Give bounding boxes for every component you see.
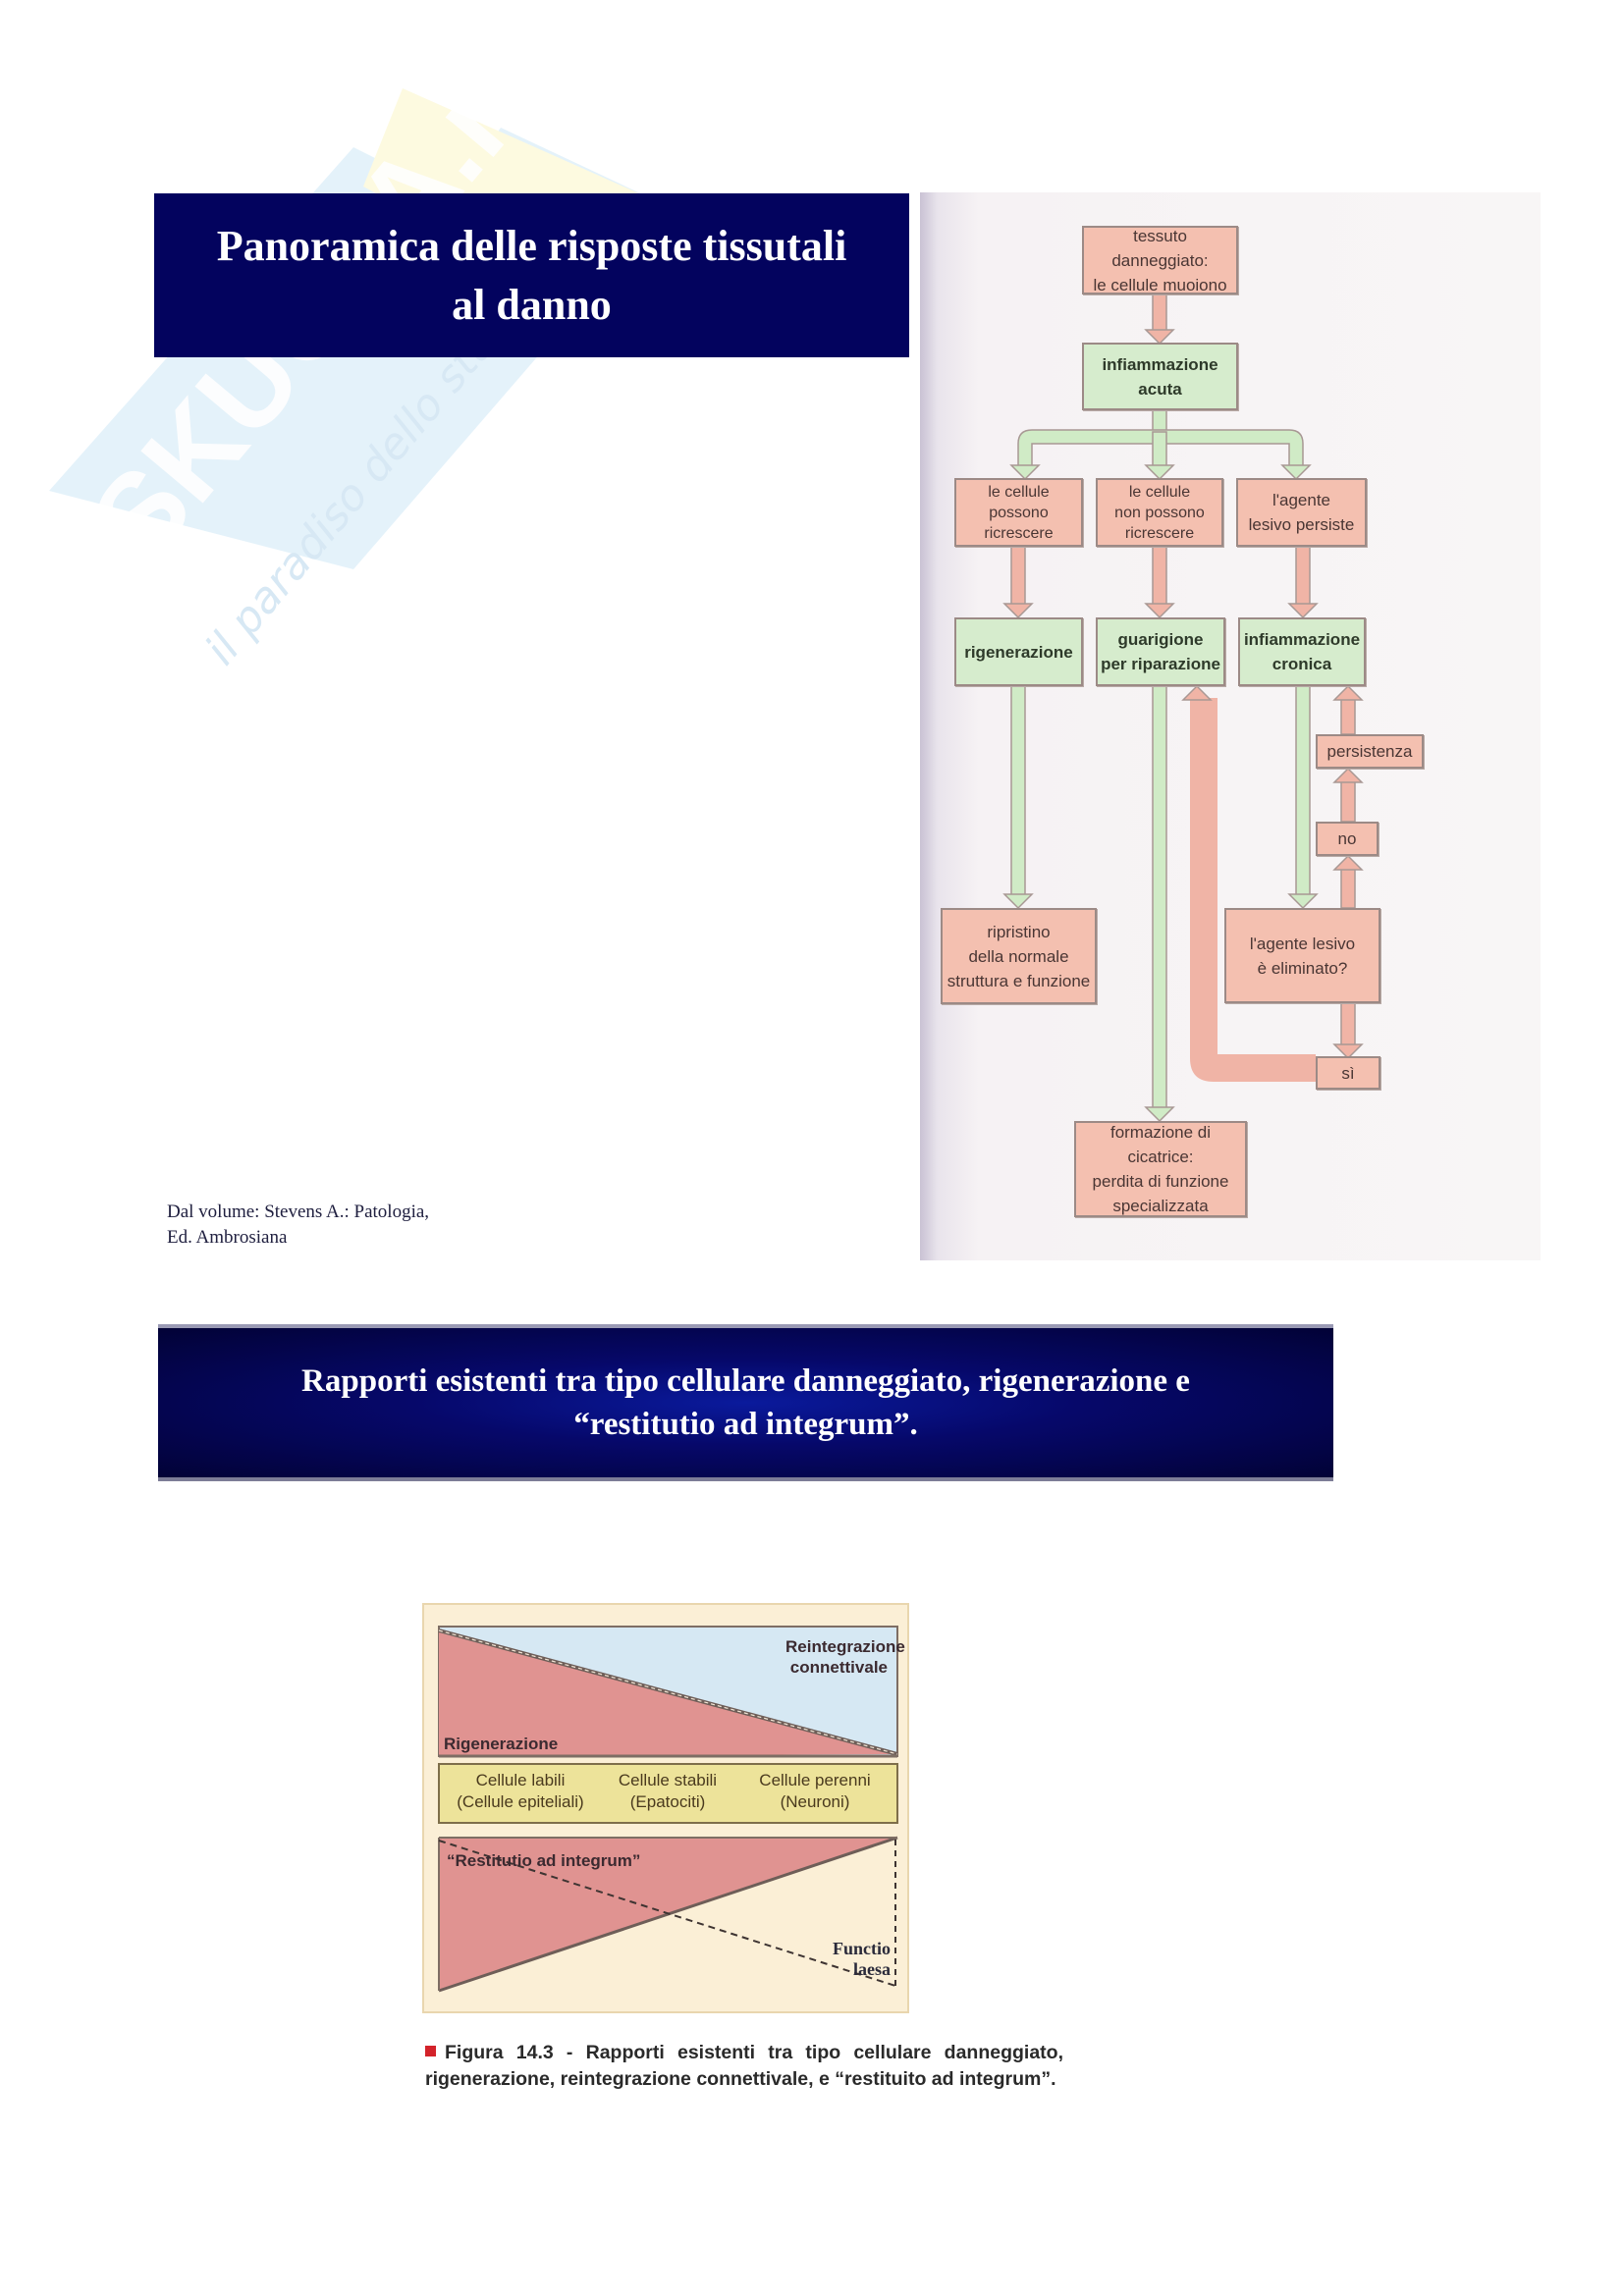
arrow-persists-to-chronic	[1295, 546, 1311, 607]
arrowhead-chronic-to-question	[1287, 893, 1319, 910]
node-no: no	[1316, 822, 1379, 856]
caption-bullet-icon	[425, 2046, 436, 2056]
figure-caption-text: Figura 14.3 - Rapporti esistenti tra tip…	[425, 2042, 1063, 2090]
arrow-acute-stem	[1152, 409, 1167, 433]
arrowhead-yes-to-repair	[1181, 684, 1213, 701]
arrowhead-regrow-to-regeneration	[1002, 603, 1034, 619]
figure-diagram	[438, 1626, 898, 1993]
arrow-yes-to-repair	[1190, 698, 1316, 1082]
divider-line-highlight	[438, 1629, 898, 1755]
section-title-line2: al danno	[452, 280, 612, 329]
arrowhead-repair-to-scar	[1144, 1106, 1175, 1123]
cell-type-stable: Cellule stabili(Epatociti)	[618, 1771, 718, 1811]
node-yes: sì	[1316, 1056, 1380, 1090]
label-regeneration: Rigenerazione	[444, 1735, 559, 1753]
arrow-regrow-to-regeneration	[1010, 546, 1026, 607]
cell-type-permanent: Cellule perenni(Neuroni)	[759, 1771, 871, 1811]
arrow-regeneration-to-restoration	[1010, 685, 1026, 897]
section-title-banner: Panoramica delle risposte tissutali al d…	[154, 193, 909, 357]
arrow-repair-to-scar	[1152, 685, 1167, 1110]
section-title-line1: Panoramica delle risposte tissutali	[216, 221, 847, 270]
arrow-noregrow-to-repair	[1152, 546, 1167, 607]
arrow-question-to-no	[1340, 867, 1356, 909]
label-functio-laesa: Functio laesa	[832, 1939, 891, 1979]
arrowhead-question-to-no	[1332, 854, 1364, 871]
label-restitutio: “Restitutio ad integrum”	[447, 1851, 641, 1870]
arrowhead-regeneration-to-restoration	[1002, 893, 1034, 910]
arrow-question-to-yes	[1340, 1002, 1356, 1047]
cell-types-band	[438, 1763, 898, 1824]
cell-type-labile: Cellule labili(Cellule epiteliali)	[457, 1771, 584, 1811]
figure-caption: Figura 14.3 - Rapporti esistenti tra tip…	[425, 2040, 1063, 2093]
arrowhead-no-to-persistence	[1332, 767, 1364, 783]
arrowhead-noregrow-to-repair	[1144, 603, 1175, 619]
section2-title-line1: Rapporti esistenti tra tipo cellulare da…	[301, 1363, 1190, 1399]
arrow-no-to-persistence	[1340, 779, 1356, 823]
node-persistence: persistenza	[1316, 734, 1424, 769]
source-line2: Ed. Ambrosiana	[167, 1227, 288, 1248]
flowchart-arrows	[1002, 294, 1364, 1123]
arrowhead-branch-middle	[1144, 464, 1175, 481]
label-reintegration: Reintegrazione connettivale	[785, 1637, 905, 1677]
arrowhead-question-to-yes	[1332, 1043, 1364, 1060]
node-regeneration: rigenerazione	[954, 617, 1083, 686]
arrowhead-branch-right	[1280, 464, 1312, 481]
section2-title-line2: “restitutio ad integrum”.	[573, 1407, 918, 1442]
arrowhead-persists-to-chronic	[1287, 603, 1319, 619]
arrowhead-persistence-to-chronic	[1332, 684, 1364, 701]
section2-title-banner: Rapporti esistenti tra tipo cellulare da…	[158, 1324, 1333, 1481]
functio-laesa-dashed	[438, 1840, 896, 1987]
node-damaged-tissue: tessuto danneggiato:le cellule muoiono	[1082, 226, 1238, 294]
arrowhead-damage-to-acute	[1144, 329, 1175, 346]
arrow-chronic-to-question	[1295, 685, 1311, 897]
arrow-persistence-to-chronic	[1340, 697, 1356, 735]
source-citation: Dal volume: Stevens A.: Patologia, Ed. A…	[167, 1200, 429, 1251]
source-line1: Dal volume: Stevens A.: Patologia,	[167, 1201, 430, 1222]
arrowhead-branch-left	[1009, 464, 1041, 481]
node-scar-formation: formazione di cicatrice:perdita di funzi…	[1074, 1121, 1247, 1217]
